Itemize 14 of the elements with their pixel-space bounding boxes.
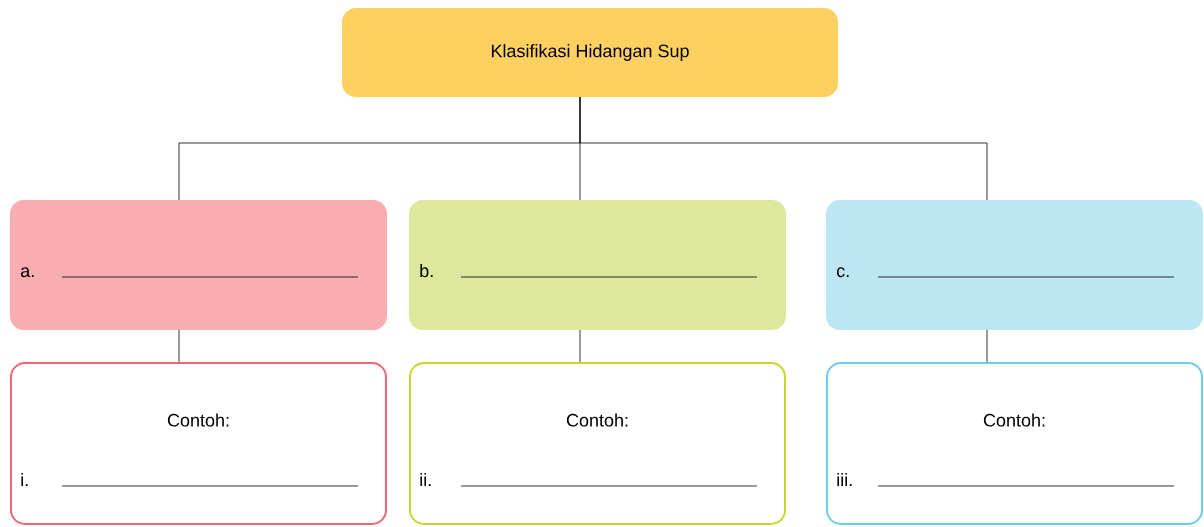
- heading: Contoh:: [167, 413, 229, 427]
- item-label: c.: [836, 267, 849, 278]
- item-label: b.: [420, 263, 433, 278]
- connector-line: [178, 329, 180, 363]
- heading: Contoh:: [983, 413, 1045, 427]
- title-text: Klasifikasi Hidangan Sup: [491, 44, 689, 61]
- heading: Contoh:: [566, 413, 628, 427]
- item-label: iii.: [837, 472, 852, 486]
- connector-line: [579, 329, 581, 363]
- connector-line: [986, 329, 988, 363]
- item-label: i.: [21, 472, 28, 486]
- item-label: a.: [21, 267, 34, 278]
- item-label: ii.: [420, 472, 431, 486]
- connector-line: [579, 96, 988, 201]
